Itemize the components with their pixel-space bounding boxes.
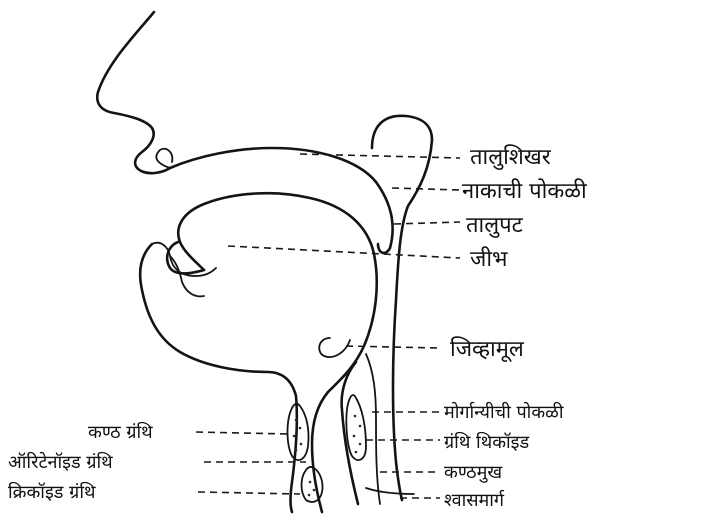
label-trachea: श्वासमार्ग xyxy=(444,489,505,511)
leader-lines xyxy=(196,154,460,498)
right-labels: तालुशिखर नाकाची पोकळी तालुपट जीभ जिव्हाम… xyxy=(444,144,587,511)
label-cricoid-gland: क्रिकॉइड ग्रंथि xyxy=(8,481,96,503)
label-nasal-cavity: नाकाची पोकळी xyxy=(462,178,587,204)
label-morgagni-cavity: मोर्गान्यीची पोकळी xyxy=(444,401,564,423)
tongue-shape xyxy=(167,193,377,392)
label-throat-gland: कण्ठ ग्रंथि xyxy=(88,421,153,443)
label-arytenoid-gland: ऑरिटेनॉइड ग्रंथि xyxy=(8,451,113,473)
label-tongue: जीभ xyxy=(470,246,508,272)
left-labels: कण्ठ ग्रंथि ऑरिटेनॉइड ग्रंथि क्रिकॉइड ग्… xyxy=(8,421,153,503)
label-thyroid-gland: ग्रंथि थिकॉइड xyxy=(444,431,530,453)
label-palate: तालुपट xyxy=(466,213,524,238)
label-tongue-root: जिव्हामूल xyxy=(450,336,525,363)
label-larynx: कण्ठमुख xyxy=(444,462,502,483)
label-palate-peak: तालुशिखर xyxy=(470,144,552,170)
